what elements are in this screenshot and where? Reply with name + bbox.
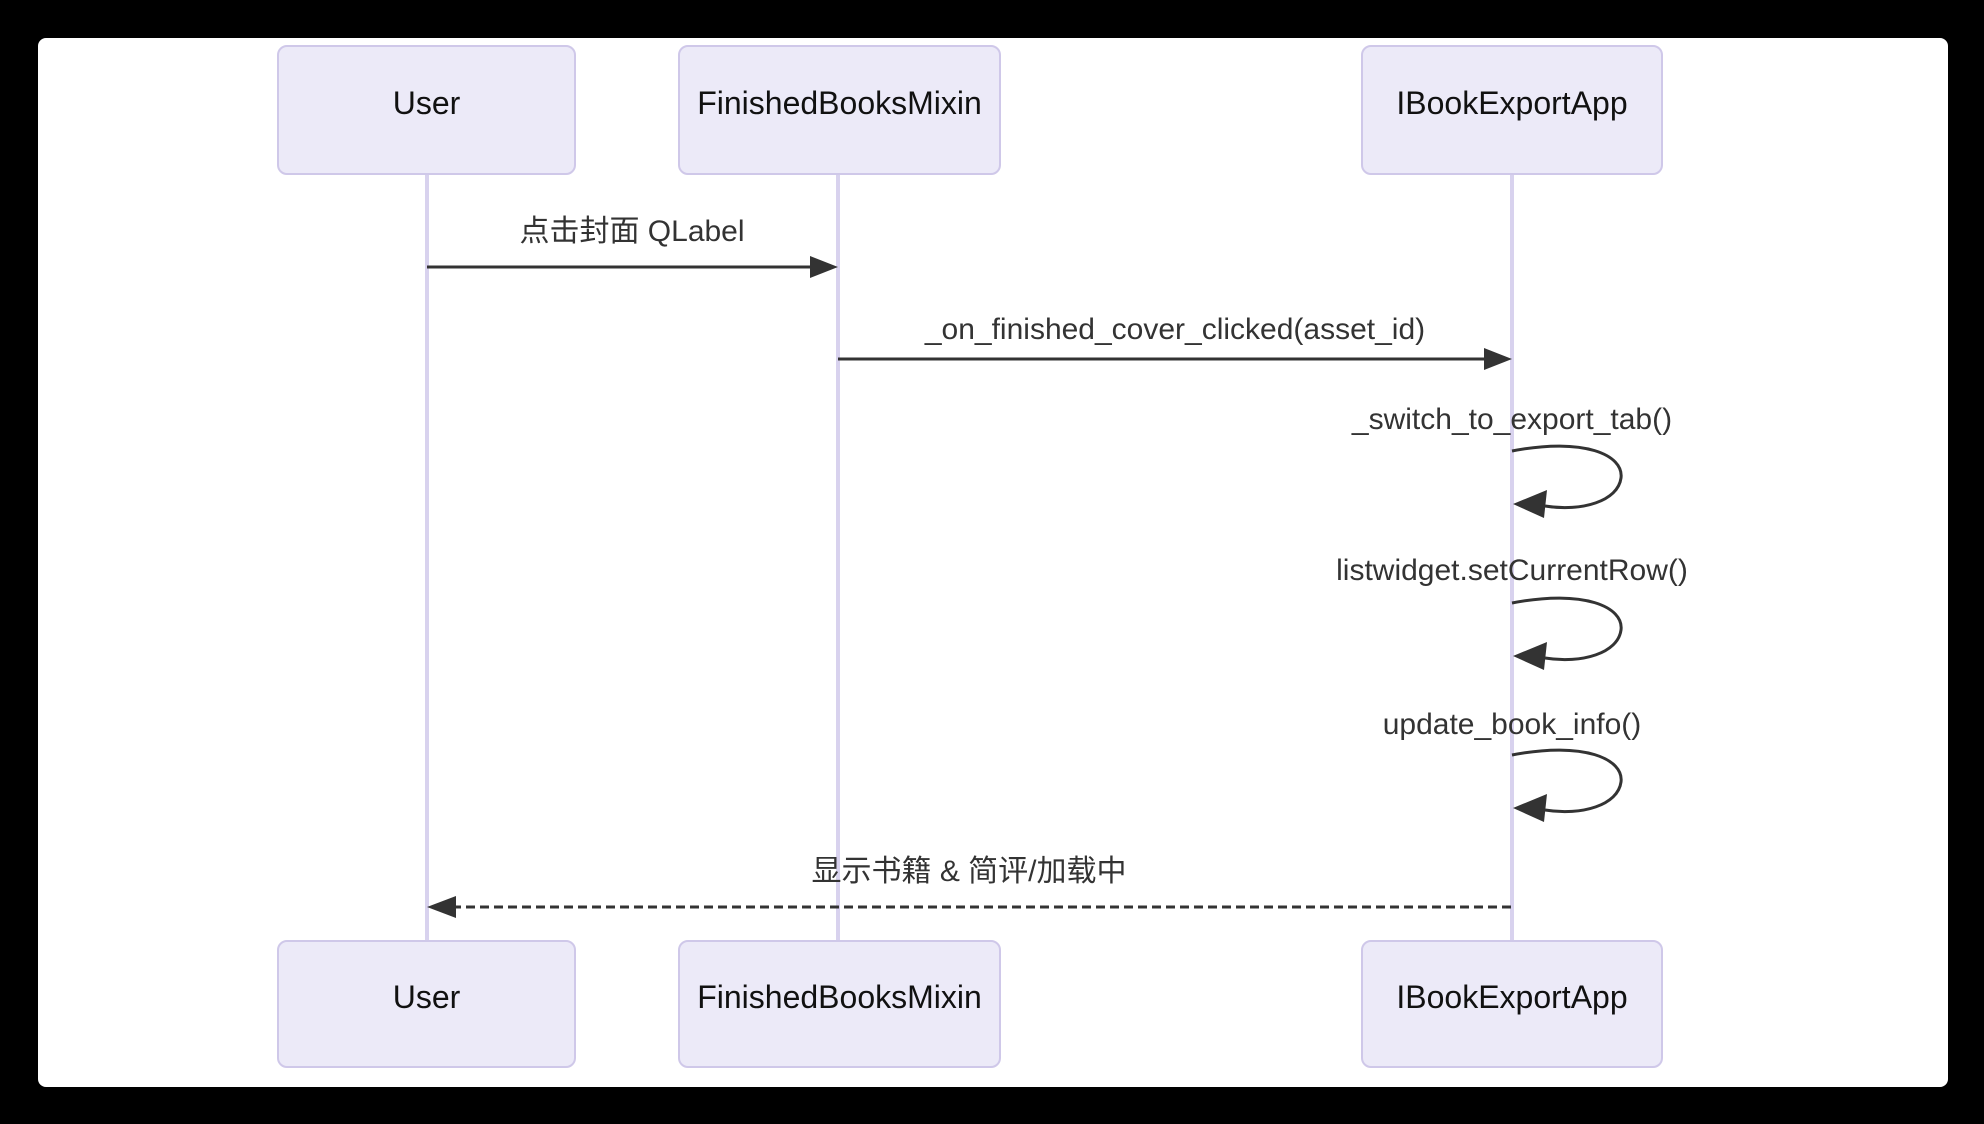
actor-box-finishedbooksmixin-bottom: FinishedBooksMixin [678, 940, 1001, 1068]
message-label-switch-to-export-tab: _switch_to_export_tab() [1351, 403, 1673, 436]
actor-label: FinishedBooksMixin [697, 978, 982, 1015]
actor-box-ibookexportapp-bottom: IBookExportApp [1361, 940, 1663, 1068]
arrowhead-left-icon [1513, 794, 1547, 822]
message-label-display-book: 显示书籍 & 简评/加载中 [811, 855, 1127, 888]
actor-box-user-bottom: User [277, 940, 576, 1068]
actor-box-user-top: User [277, 45, 576, 175]
arrowhead-right-icon [1484, 348, 1512, 370]
actor-label: IBookExportApp [1396, 978, 1628, 1015]
actor-label: User [392, 84, 461, 121]
lifelines [425, 175, 1514, 940]
self-loop-switch-to-export-tab [1511, 444, 1623, 518]
self-loop-update-book-info [1511, 748, 1623, 822]
actor-box-finishedbooksmixin-top: FinishedBooksMixin [678, 45, 1001, 175]
arrowhead-right-icon [810, 256, 838, 278]
arrowhead-left-icon [427, 896, 456, 918]
return-arrow-display-book [427, 896, 1512, 918]
actor-label: FinishedBooksMixin [697, 84, 982, 121]
message-arrow-click-cover [427, 256, 838, 278]
actor-box-ibookexportapp-top: IBookExportApp [1361, 45, 1663, 175]
message-label-setcurrentrow: listwidget.setCurrentRow() [1336, 554, 1688, 587]
self-loop-setcurrentrow [1511, 596, 1623, 670]
message-label-on-finished-cover-clicked: _on_finished_cover_clicked(asset_id) [924, 313, 1426, 346]
diagram-canvas [38, 38, 1948, 1087]
actor-label: IBookExportApp [1396, 84, 1628, 121]
message-label-click-cover: 点击封面 QLabel [519, 215, 745, 248]
actor-label: User [392, 978, 461, 1015]
message-arrow-on-finished-cover-clicked [838, 348, 1512, 370]
message-label-update-book-info: update_book_info() [1382, 708, 1642, 741]
arrowhead-left-icon [1513, 490, 1547, 518]
arrowhead-left-icon [1513, 642, 1547, 670]
